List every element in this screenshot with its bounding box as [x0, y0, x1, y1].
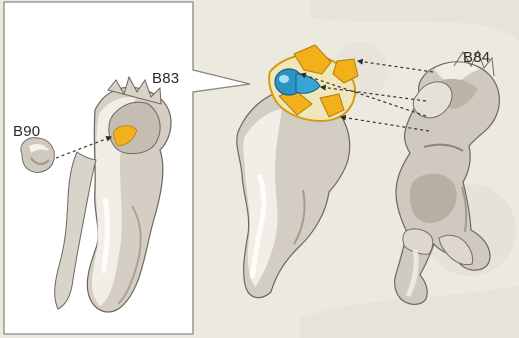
part-label-b83: B83 — [152, 70, 179, 87]
part-label-b90: B90 — [13, 123, 40, 140]
part-b90 — [21, 138, 54, 173]
part-label-b84: B84 — [463, 49, 490, 66]
